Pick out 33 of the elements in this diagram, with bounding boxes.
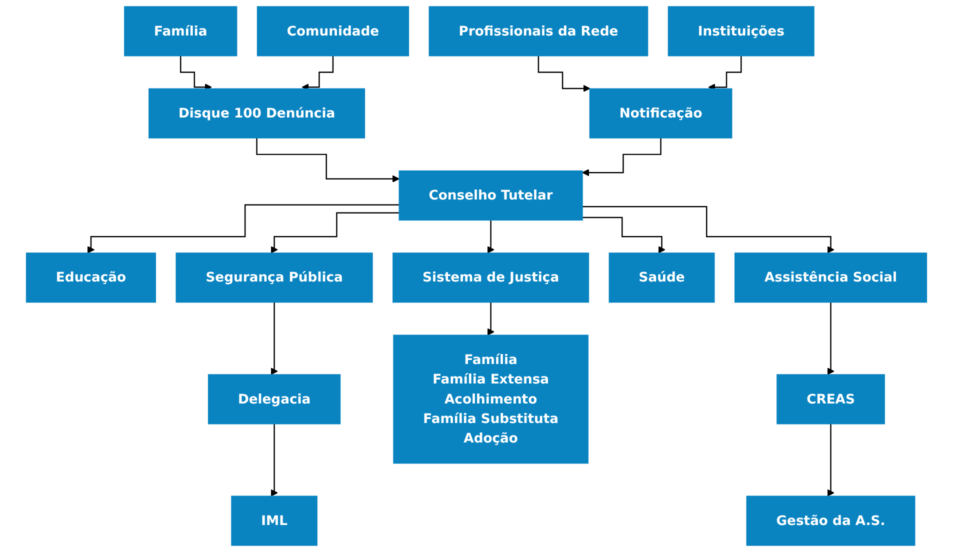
arrow	[708, 55, 742, 91]
node-box: CREAS	[776, 374, 885, 424]
arrow	[827, 302, 834, 375]
node-box: Educação	[26, 252, 156, 303]
arrow	[582, 137, 662, 176]
arrow	[256, 137, 400, 182]
node-box: Profissionais da Rede	[428, 6, 648, 56]
node-box: Assistência Social	[734, 252, 928, 303]
node-box: Instituições	[668, 6, 814, 56]
arrow	[827, 423, 834, 496]
arrow	[487, 302, 494, 336]
node-box: Saúde	[608, 252, 715, 303]
node-box: IML	[231, 496, 318, 546]
arrow	[180, 55, 212, 91]
arrow	[487, 220, 494, 254]
arrow	[87, 204, 400, 254]
arrow	[538, 55, 590, 92]
node-box: Disque 100 Denúncia	[148, 88, 366, 138]
node-box: Conselho Tutelar	[398, 170, 583, 221]
node-box: Gestão da A.S.	[746, 496, 916, 546]
node-box: Segurança Pública	[176, 252, 373, 303]
arrow	[270, 212, 400, 254]
arrow	[582, 216, 666, 254]
arrow	[270, 423, 278, 496]
node-box: Comunidade	[256, 6, 410, 56]
node-box: Notificação	[589, 88, 732, 138]
arrow	[270, 302, 278, 375]
node-box: Sistema de Justiça	[392, 252, 590, 303]
arrow	[302, 55, 334, 91]
arrow	[582, 206, 834, 254]
node-box: Delegacia	[208, 374, 341, 424]
node-box: Família	[124, 6, 238, 56]
node-box: Família Família Extensa Acolhimento Família Substituta Adoção	[393, 334, 588, 464]
